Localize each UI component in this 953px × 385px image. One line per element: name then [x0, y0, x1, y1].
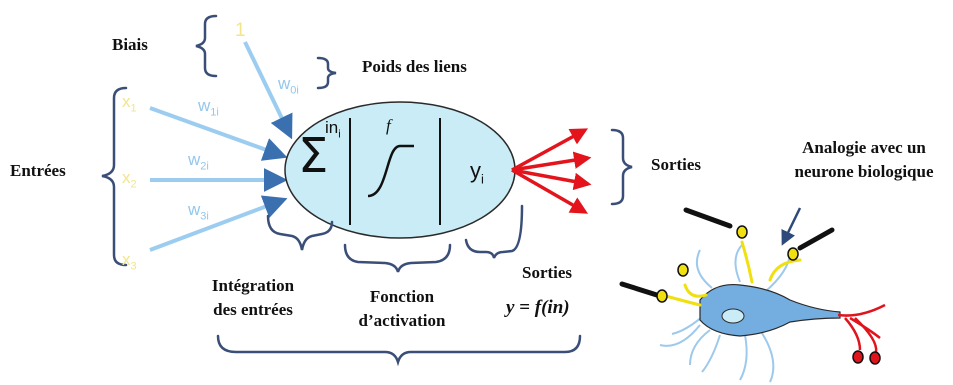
fonction-line-1: Fonction: [340, 285, 464, 309]
w1-index: 1i: [210, 106, 219, 118]
synapse-branch: [685, 285, 706, 296]
presynaptic-axon: [622, 284, 660, 296]
sigma-symbol: Σ: [298, 132, 328, 180]
dendrite: [660, 325, 700, 346]
weight-w2i: w2i: [188, 150, 209, 172]
dendrite: [740, 335, 747, 380]
dendrite: [702, 335, 720, 372]
label-integration: Intégration des entrées: [193, 274, 313, 322]
x3-arrow: [150, 200, 283, 250]
w3-index: 3i: [200, 210, 209, 222]
bracket-bottom-full: [218, 336, 580, 362]
neuron-nucleus: [722, 309, 744, 323]
presynaptic-axon: [686, 210, 730, 226]
integration-line-2: des entrées: [193, 298, 313, 322]
bracket-biais: [196, 16, 216, 76]
input-x3: x3: [122, 250, 137, 272]
f-label: f: [386, 116, 391, 136]
bracket-sorties-right: [612, 130, 632, 204]
label-poids-des-liens: Poids des liens: [362, 57, 467, 77]
x1-index: 1: [131, 102, 137, 114]
yi-label: yi: [470, 158, 484, 186]
x2-index: 2: [131, 178, 137, 190]
bracket-integration: [268, 216, 332, 250]
label-analogie: Analogie avec un neurone biologique: [774, 136, 953, 184]
dendrite: [735, 245, 742, 282]
bias-input-symbol: 1: [235, 20, 246, 42]
presynaptic-axon: [800, 230, 832, 248]
integration-line-1: Intégration: [193, 274, 313, 298]
dendrite: [690, 330, 710, 365]
biological-neuron: [622, 208, 885, 382]
x3-index: 3: [131, 260, 137, 272]
w1-letter: w: [198, 96, 210, 115]
in-index: i: [338, 128, 340, 140]
w2-letter: w: [188, 150, 200, 169]
weight-w3i: w3i: [188, 200, 209, 222]
dendrite: [760, 330, 773, 382]
y-letter: y: [470, 158, 481, 183]
synapse-bouton: [657, 290, 667, 302]
neuron-soma: [700, 285, 840, 336]
w0-index: 0i: [290, 84, 299, 96]
output-arrows: [512, 130, 588, 212]
synapse-branch: [742, 242, 752, 282]
weight-w1i: w1i: [198, 96, 219, 118]
bias-input-value: 1: [235, 20, 246, 41]
bracket-poids: [318, 58, 336, 88]
dendrite: [765, 252, 790, 292]
x2-letter: x: [122, 168, 131, 187]
synapse-bouton: [737, 226, 747, 238]
formula-output: y = f(in): [506, 297, 570, 319]
synapse-bouton: [788, 248, 798, 260]
label-sorties-right: Sorties: [651, 155, 701, 175]
weight-w0i: w0i: [278, 74, 299, 96]
y-index: i: [481, 171, 484, 186]
terminal-bouton: [870, 352, 880, 364]
label-entrees: Entrées: [10, 161, 66, 181]
x3-letter: x: [122, 250, 131, 269]
analogie-line-2: neurone biologique: [774, 160, 953, 184]
dendrite: [697, 250, 712, 288]
input-x1: x1: [122, 92, 137, 114]
in-label: ini: [325, 118, 341, 140]
analogy-pointer-arrow: [783, 208, 800, 243]
fonction-line-2: d’activation: [340, 309, 464, 333]
w0-letter: w: [278, 74, 290, 93]
axon-terminals: [838, 305, 885, 352]
x1-letter: x: [122, 92, 131, 111]
synapse-bouton: [678, 264, 688, 276]
terminal-bouton: [853, 351, 863, 363]
w2-index: 2i: [200, 160, 209, 172]
label-sorties-bottom: Sorties: [522, 263, 572, 283]
in-text: in: [325, 118, 338, 137]
w3-letter: w: [188, 200, 200, 219]
label-biais: Biais: [112, 35, 148, 55]
axon-branch: [838, 305, 885, 316]
analogie-line-1: Analogie avec un: [774, 136, 953, 160]
bracket-fonction: [345, 245, 450, 272]
label-fonction: Fonction d’activation: [340, 285, 464, 333]
input-x2: x2: [122, 168, 137, 190]
